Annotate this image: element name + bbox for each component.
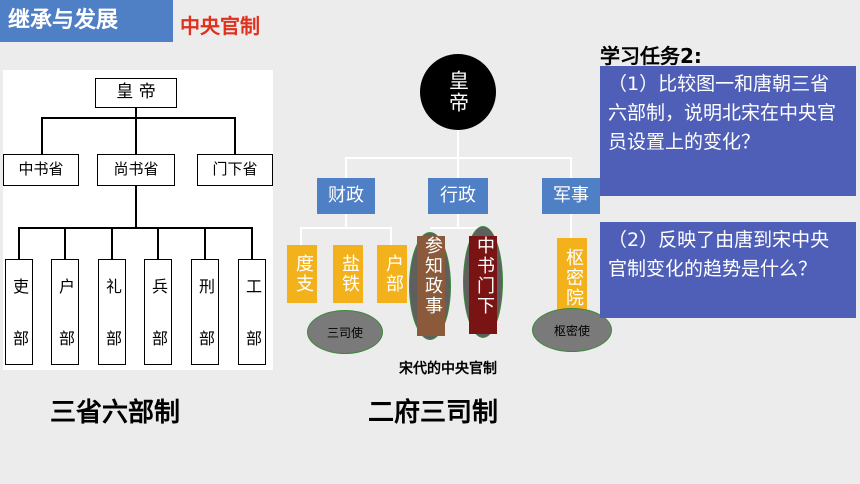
tang-diagram-panel: 皇 帝 中书省 尚书省 门下省 吏部 户部 礼部 兵部 刑部 工部 <box>3 70 273 370</box>
song-office-yantie: 盐铁 <box>333 245 363 303</box>
song-connector <box>345 157 347 179</box>
song-office-duzhi: 度支 <box>287 245 317 303</box>
song-emperor-circle: 皇帝 <box>420 54 496 130</box>
song-connector <box>430 227 484 229</box>
song-label-shumishi: 枢密使 <box>532 308 612 352</box>
song-connector <box>457 130 459 158</box>
song-dept-admin: 行政 <box>428 178 488 214</box>
song-connector <box>457 214 459 228</box>
tang-connector <box>41 117 235 119</box>
tang-ministry-li: 吏部 <box>5 259 33 365</box>
tang-connector <box>41 117 43 154</box>
tang-connector <box>135 186 137 228</box>
song-dept-finance: 财政 <box>317 178 375 214</box>
song-office-zhongshu-menxia: 中书门下 <box>469 236 497 334</box>
song-connector <box>300 227 302 247</box>
tang-connector <box>64 227 66 259</box>
tang-province-menxia: 门下省 <box>197 154 273 186</box>
song-diagram-caption: 宋代的中央官制 <box>399 361 497 377</box>
song-office-shumiyuan: 枢密院 <box>557 238 587 318</box>
song-connector <box>457 157 459 179</box>
tang-connector <box>251 227 253 259</box>
tang-connector <box>135 108 137 118</box>
section-title: 继承与发展 <box>0 0 173 42</box>
tang-ministry-gong: 工部 <box>238 259 266 365</box>
song-caption: 二府三司制 <box>368 398 499 428</box>
tang-connector <box>234 117 236 154</box>
tang-connector <box>135 117 137 154</box>
tang-ministry-li-rites: 礼部 <box>98 259 126 365</box>
tang-connector <box>157 227 159 259</box>
tang-connector <box>111 227 113 259</box>
section-subtitle: 中央官制 <box>180 14 260 38</box>
song-connector <box>345 214 347 228</box>
task-question-1: （1）比较图一和唐朝三省六部制，说明北宋在中央官员设置上的变化？ <box>600 66 856 196</box>
song-connector <box>390 227 392 247</box>
task-title: 学习任务2: <box>600 44 702 68</box>
song-label-sansishi: 三司使 <box>307 310 383 354</box>
song-connector <box>300 227 392 229</box>
tang-connector <box>18 227 20 259</box>
song-connector <box>570 157 572 179</box>
tang-caption: 三省六部制 <box>50 398 181 428</box>
tang-ministry-bing: 兵部 <box>144 259 172 365</box>
song-office-hubu: 户部 <box>377 245 407 303</box>
song-dept-military: 军事 <box>542 178 600 214</box>
song-connector <box>570 214 572 238</box>
tang-ministry-hu: 户部 <box>51 259 79 365</box>
tang-ministry-xing: 刑部 <box>191 259 219 365</box>
tang-connector <box>18 227 252 229</box>
song-office-canzhi: 参知政事 <box>417 236 445 336</box>
tang-connector <box>204 227 206 259</box>
tang-emperor-box: 皇 帝 <box>95 78 177 108</box>
tang-province-shangshu: 尚书省 <box>97 154 175 186</box>
task-question-2: （2）反映了由唐到宋中央官制变化的趋势是什么？ <box>600 222 856 318</box>
tang-province-zhongshu: 中书省 <box>3 154 79 186</box>
